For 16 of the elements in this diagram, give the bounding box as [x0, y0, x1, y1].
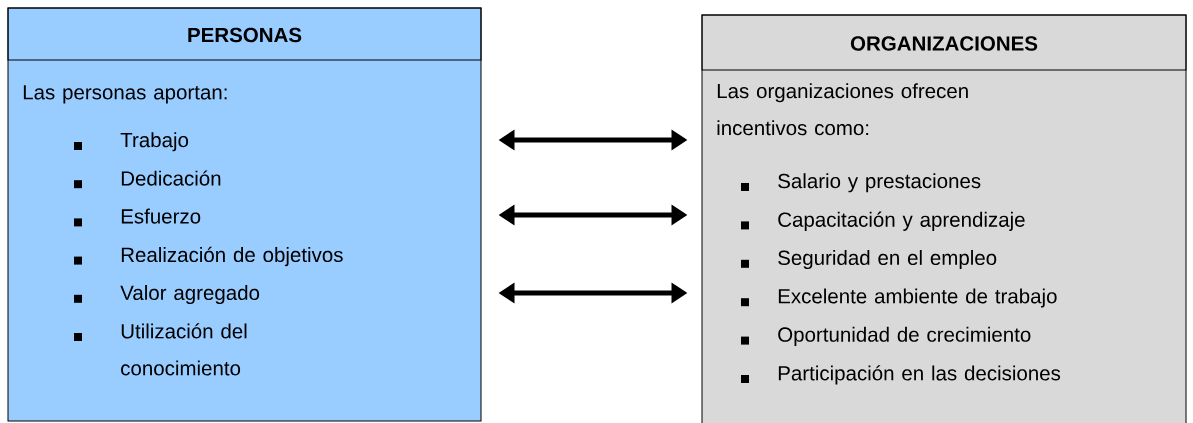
list-item: Realización de objetivos: [74, 246, 343, 267]
list-item: Salario y prestaciones: [741, 173, 981, 193]
list-item: Valor agregado: [74, 285, 260, 305]
list-item: Oportunidad de crecimiento: [741, 326, 1031, 346]
list-item: Utilización del conocimiento: [74, 323, 247, 376]
list-item: Esfuerzo: [74, 208, 201, 227]
intro-text: Las personas aportan:: [23, 85, 227, 104]
header-cell: PERSONAS: [7, 7, 482, 61]
list-item: Seguridad en el empleo: [741, 250, 997, 270]
intro-text: Las organizaciones ofrecen incentivos como:: [717, 83, 968, 136]
list-item: Participación en las decisiones: [741, 365, 1061, 385]
list-item: Capacitación y aprendizaje: [741, 211, 1025, 231]
header-cell: ORGANIZACIONES: [701, 14, 1187, 71]
list-item: Dedicación: [74, 170, 221, 189]
list-item: Excelente ambiente de trabajo: [741, 288, 1057, 308]
list-item: Trabajo: [74, 132, 189, 152]
